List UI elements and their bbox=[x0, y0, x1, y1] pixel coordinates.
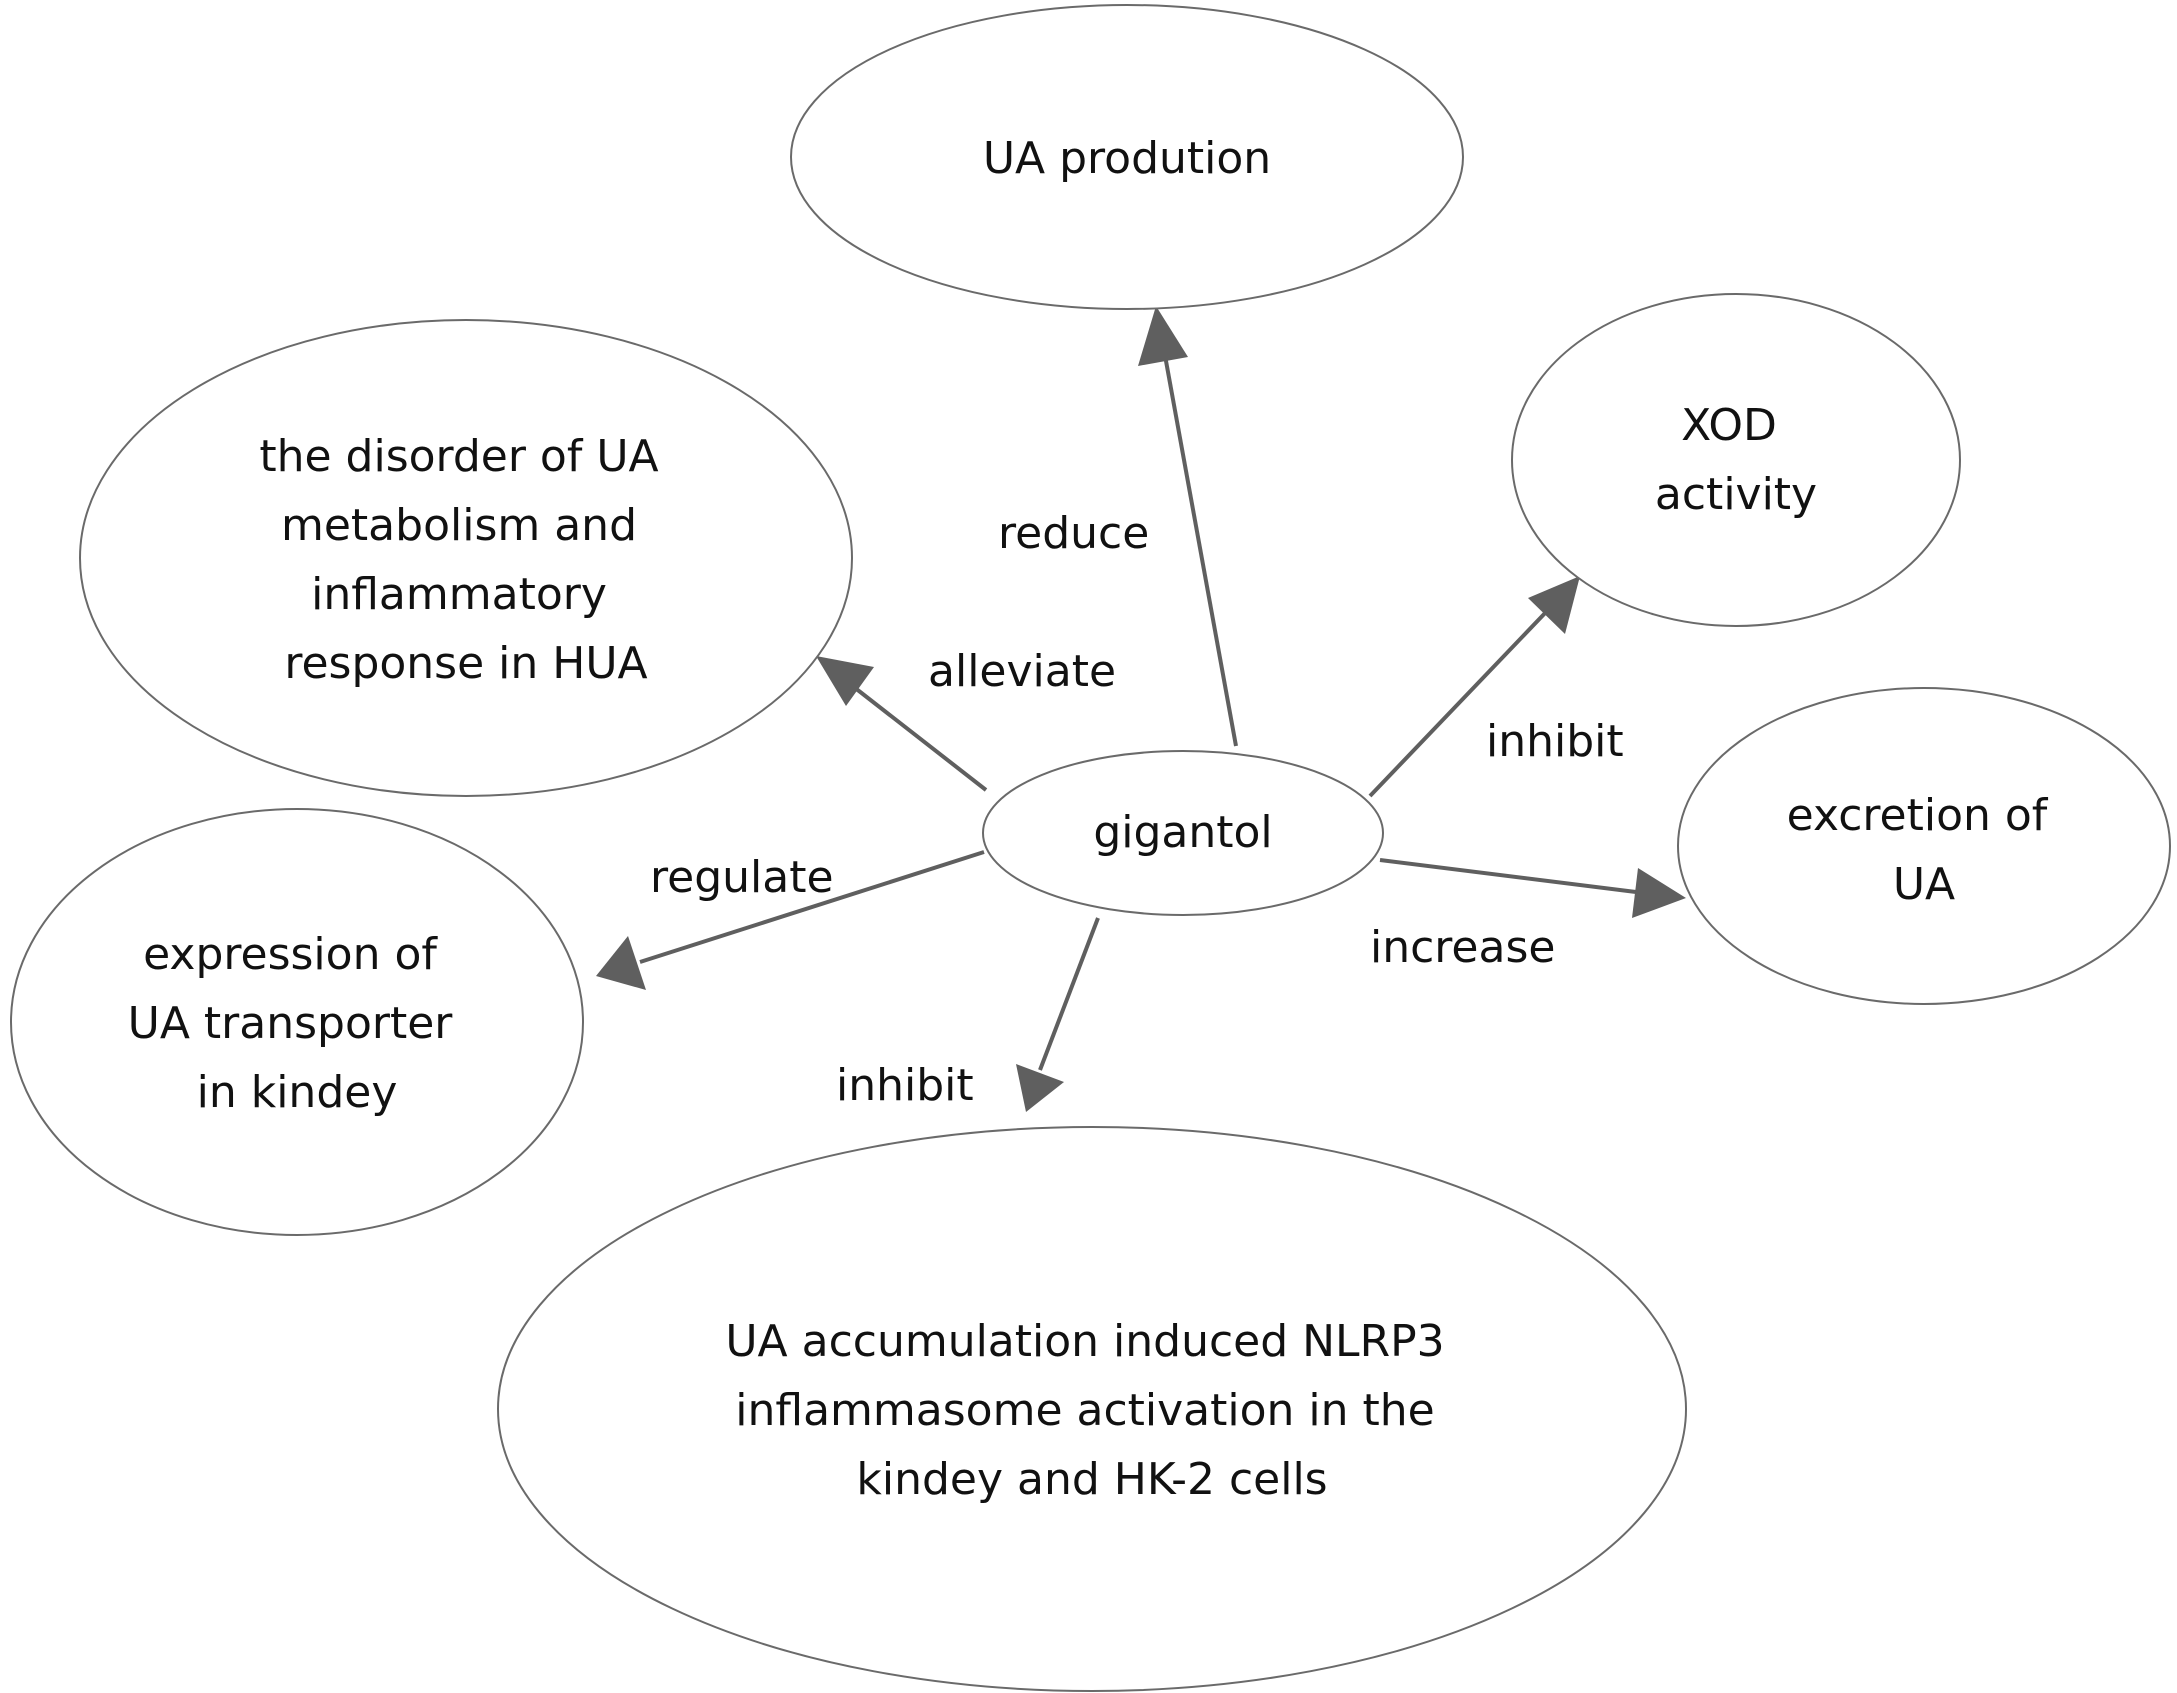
edge-inhibit-xod: inhibit bbox=[1368, 576, 1624, 798]
edge-alleviate-label: alleviate bbox=[928, 646, 1116, 697]
edge-increase-label: increase bbox=[1370, 922, 1555, 973]
edge-inhibit-nlrp3: inhibit bbox=[836, 917, 1100, 1112]
node-center-label: gigantol bbox=[1093, 807, 1272, 858]
node-transporter: expression of UA transporter in kindey bbox=[10, 808, 584, 1236]
node-disorder: the disorder of UA metabolism and inflam… bbox=[79, 319, 853, 797]
node-transporter-label: expression of UA transporter in kindey bbox=[128, 929, 467, 1118]
node-transporter-ellipse bbox=[10, 808, 584, 1236]
edges: reduce alleviate inhibit increase regula… bbox=[596, 306, 1686, 1112]
edge-alleviate-arrowhead bbox=[816, 656, 874, 706]
edge-regulate-label: regulate bbox=[650, 852, 834, 903]
node-ua-production-label: UA prodution bbox=[983, 133, 1271, 184]
node-nlrp3: UA accumulation induced NLRP3 inflammaso… bbox=[497, 1126, 1687, 1692]
edge-reduce-line bbox=[1162, 349, 1238, 747]
edge-inhibit-xod-label: inhibit bbox=[1486, 716, 1624, 767]
node-ua-production-ellipse bbox=[790, 4, 1464, 310]
edge-inhibit-nlrp3-label: inhibit bbox=[836, 1060, 974, 1111]
edge-inhibit-xod-arrowhead bbox=[1528, 576, 1580, 634]
node-xod-activity-ellipse bbox=[1511, 293, 1961, 627]
edge-regulate-arrowhead bbox=[596, 936, 646, 990]
edge-reduce-label: reduce bbox=[998, 508, 1149, 559]
edge-regulate-line bbox=[639, 850, 985, 964]
edge-increase-arrowhead bbox=[1632, 868, 1686, 918]
edge-regulate: regulate bbox=[596, 850, 985, 990]
node-ua-production: UA prodution bbox=[790, 4, 1464, 310]
edge-inhibit-xod-line bbox=[1368, 608, 1550, 798]
node-excretion: excretion of UA bbox=[1677, 687, 2171, 1005]
node-xod-activity: XOD activity bbox=[1511, 293, 1961, 627]
edge-inhibit-nlrp3-arrowhead bbox=[1016, 1064, 1064, 1112]
edge-increase-line bbox=[1379, 858, 1637, 894]
edge-reduce: reduce bbox=[998, 306, 1238, 747]
node-center-ellipse bbox=[982, 750, 1384, 916]
node-xod-activity-label: XOD activity bbox=[1655, 400, 1817, 520]
node-disorder-ellipse bbox=[79, 319, 853, 797]
node-center: gigantol bbox=[982, 750, 1384, 916]
edge-alleviate-line bbox=[848, 682, 988, 792]
node-excretion-ellipse bbox=[1677, 687, 2171, 1005]
edge-alleviate: alleviate bbox=[816, 646, 1116, 792]
node-nlrp3-ellipse bbox=[497, 1126, 1687, 1692]
node-disorder-label: the disorder of UA metabolism and inflam… bbox=[259, 431, 672, 689]
edge-reduce-arrowhead bbox=[1138, 306, 1188, 366]
edge-increase: increase bbox=[1370, 858, 1686, 973]
node-nlrp3-label: UA accumulation induced NLRP3 inflammaso… bbox=[725, 1316, 1458, 1505]
node-excretion-label: excretion of UA bbox=[1787, 790, 2062, 910]
edge-inhibit-nlrp3-line bbox=[1038, 917, 1100, 1071]
nodes: UA prodution XOD activity the disorder o… bbox=[10, 4, 2171, 1692]
